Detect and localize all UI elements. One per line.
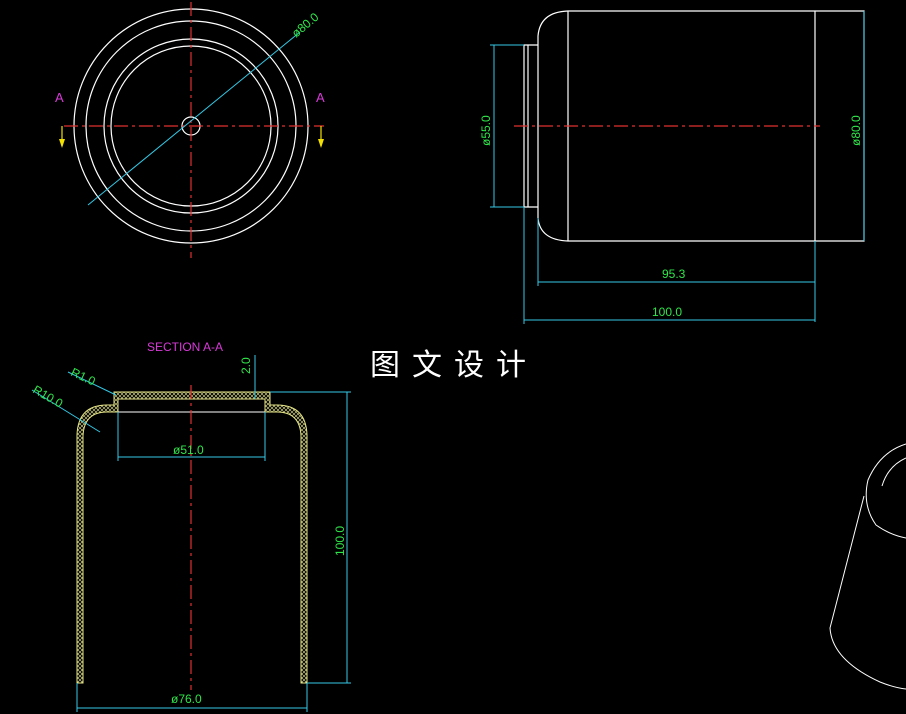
section-arrowhead-left	[59, 139, 65, 148]
section-wall-hatch	[76, 391, 308, 684]
total-length-label: 100.0	[652, 305, 682, 319]
iso-inner-rim	[881, 457, 906, 487]
base-diameter-label: ø76.0	[171, 692, 202, 706]
top-view-diameter-label: ø80.0	[289, 10, 322, 41]
opening-diameter-label: ø51.0	[173, 443, 204, 457]
step-height-label: 2.0	[239, 357, 253, 374]
side-view	[490, 10, 865, 324]
isometric-view-partial	[829, 443, 906, 690]
diameter-leader-line	[87, 31, 301, 206]
top-view	[59, 2, 324, 258]
section-title: SECTION A-A	[147, 340, 223, 354]
fillet-small-label: R1.0	[69, 365, 98, 389]
fillet-large-label: R10.0	[31, 382, 66, 410]
section-mark-left: A	[55, 90, 64, 105]
section-view	[31, 355, 351, 712]
watermark-text: 图文设计	[370, 348, 538, 383]
body-diameter-label: ø80.0	[849, 115, 863, 146]
height-label: 100.0	[333, 526, 347, 556]
body-length-label: 95.3	[662, 267, 686, 281]
iso-left-edge	[829, 495, 906, 690]
iso-outer-rim	[865, 443, 906, 539]
section-arrowhead-right	[318, 139, 324, 148]
fillet-small-leader	[67, 371, 117, 396]
section-mark-right: A	[316, 90, 325, 105]
neck-diameter-label: ø55.0	[479, 115, 493, 146]
side-dimensions	[490, 11, 865, 324]
fillet-large-leader	[31, 389, 101, 433]
